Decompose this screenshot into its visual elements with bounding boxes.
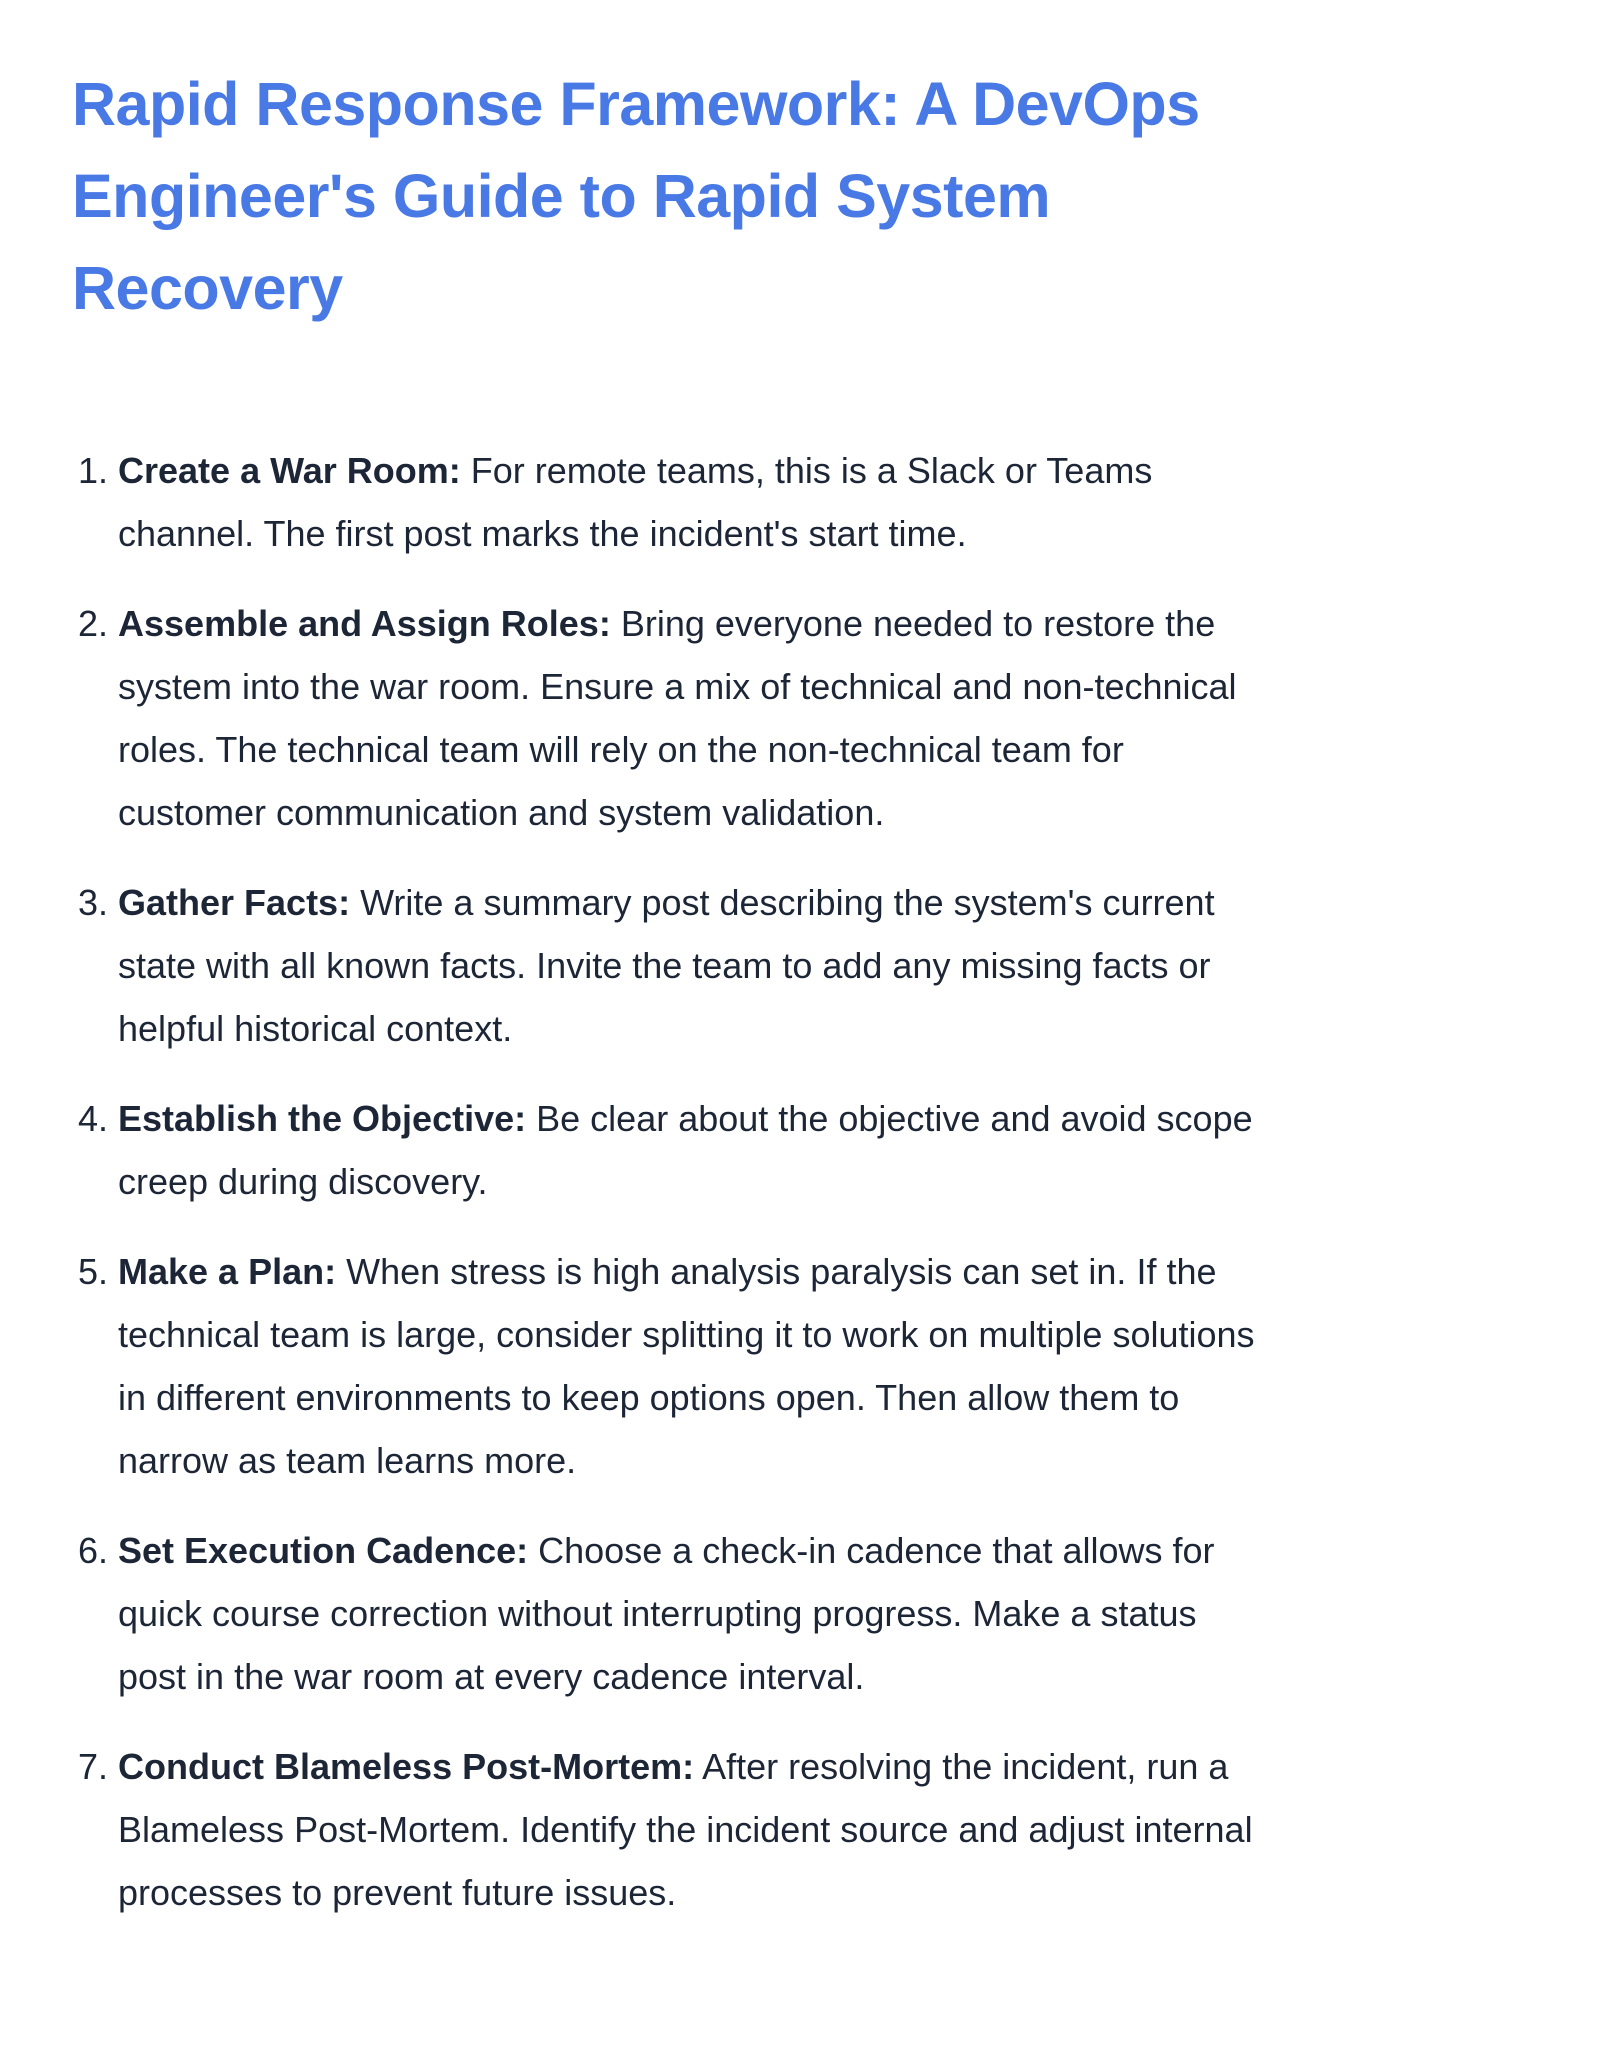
step-text: Be clear about the objective and avoid s…	[118, 1098, 1253, 1202]
article-page: Rapid Response Framework: A DevOps Engin…	[0, 0, 1600, 1924]
step-label: Gather Facts:	[118, 882, 351, 923]
page-title: Rapid Response Framework: A DevOps Engin…	[72, 70, 1200, 322]
list-item: Conduct Blameless Post-Mortem: After res…	[118, 1735, 1260, 1924]
step-label: Create a War Room:	[118, 450, 461, 491]
steps-list: Create a War Room: For remote teams, thi…	[72, 439, 1260, 1924]
list-item: Set Execution Cadence: Choose a check-in…	[118, 1519, 1260, 1708]
list-item: Assemble and Assign Roles: Bring everyon…	[118, 592, 1260, 844]
step-text: When stress is high analysis paralysis c…	[118, 1251, 1255, 1481]
list-item: Establish the Objective: Be clear about …	[118, 1087, 1260, 1213]
step-label: Conduct Blameless Post-Mortem:	[118, 1746, 695, 1787]
step-label: Make a Plan:	[118, 1251, 337, 1292]
list-item: Make a Plan: When stress is high analysi…	[118, 1240, 1260, 1492]
step-text: For remote teams, this is a Slack or Tea…	[118, 450, 1153, 554]
step-text: Bring everyone needed to restore the sys…	[118, 603, 1237, 833]
step-text: Write a summary post describing the syst…	[118, 882, 1215, 1049]
step-label: Establish the Objective:	[118, 1098, 527, 1139]
list-item: Create a War Room: For remote teams, thi…	[118, 439, 1260, 565]
step-text: After resolving the incident, run a Blam…	[118, 1746, 1253, 1913]
step-label: Set Execution Cadence:	[118, 1530, 529, 1571]
step-text: Choose a check-in cadence that allows fo…	[118, 1530, 1215, 1697]
step-label: Assemble and Assign Roles:	[118, 603, 611, 644]
list-item: Gather Facts: Write a summary post descr…	[118, 871, 1260, 1060]
